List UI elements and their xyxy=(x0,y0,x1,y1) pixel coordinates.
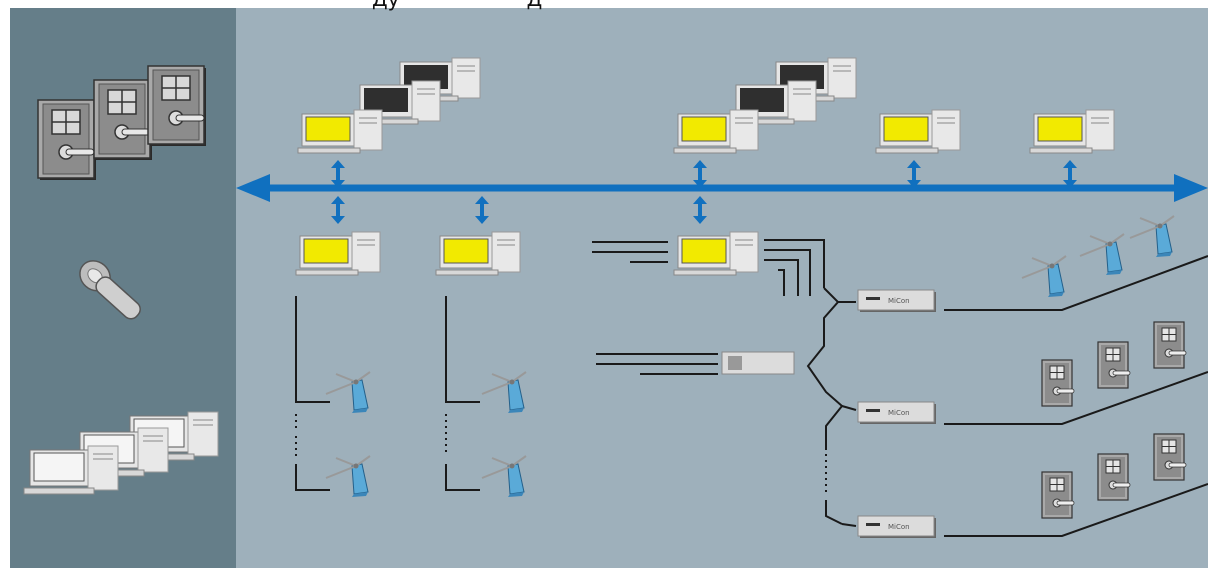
micon-label: MiCon xyxy=(888,409,910,417)
micon-label: MiCon xyxy=(888,297,910,305)
micon-controller: MiCon xyxy=(857,401,937,425)
network-bus-arrow xyxy=(236,174,1208,202)
micon-label: MiCon xyxy=(888,523,910,531)
key-fob-icon xyxy=(79,260,141,320)
micon-controller: MiCon xyxy=(857,515,937,539)
controller-icon xyxy=(721,351,795,375)
micon-controller: MiCon xyxy=(857,289,937,313)
caption-fragment: Ду Д xyxy=(372,0,542,11)
wiring xyxy=(295,239,1208,537)
